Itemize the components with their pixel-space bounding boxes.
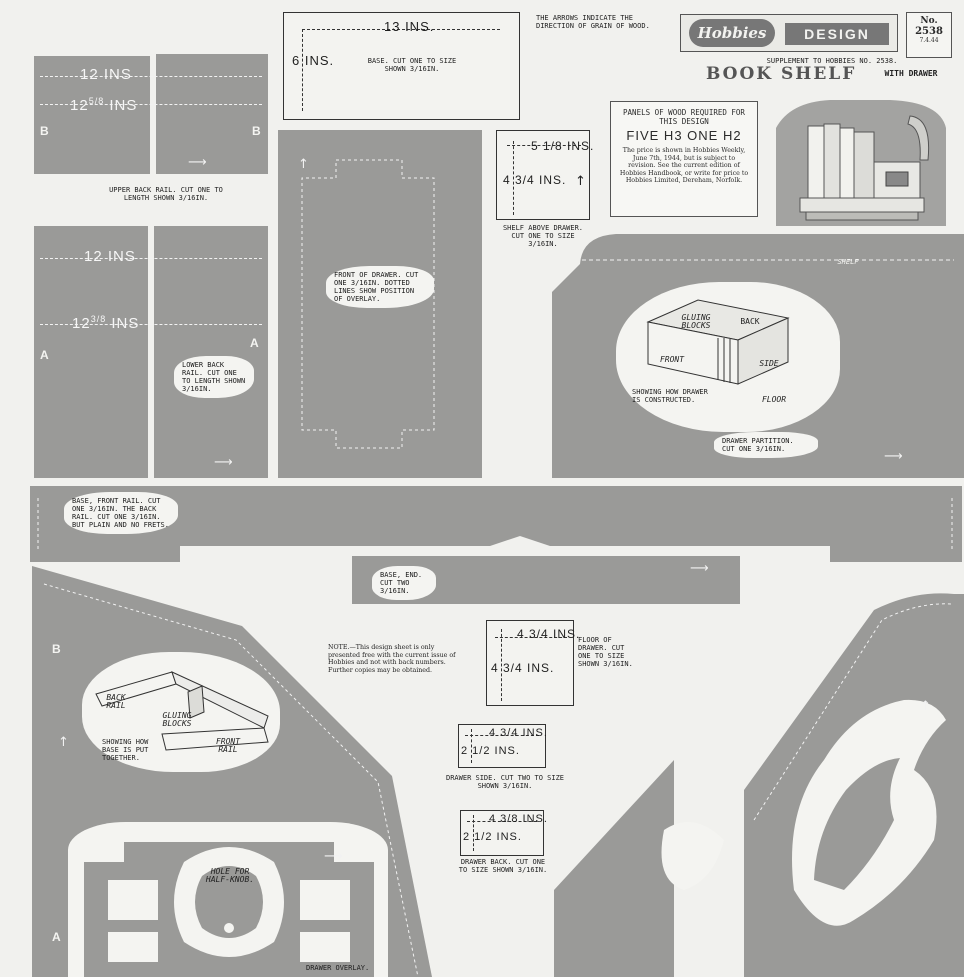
- front-of-drawer-label: FRONT OF DRAWER. CUT ONE 3/16in. DOTTED …: [326, 266, 434, 308]
- front-of-drawer-piece: ↑ FRONT OF DRAWER. CUT ONE 3/16in. DOTTE…: [278, 130, 482, 478]
- diagram-side: SIDE: [759, 359, 779, 368]
- drawer-back-dim-width: 4 3/8 INS.: [489, 813, 548, 825]
- base-construction-diagram: [95, 671, 269, 751]
- supplement-line: SUPPLEMENT TO HOBBIES No. 2538.: [766, 57, 898, 65]
- shelf-above-drawer-piece: 5 1/8 INS. 4 3/4 INS. ↑: [496, 130, 593, 220]
- upper-back-rail-left: [34, 56, 150, 174]
- base-label: BASE. CUT ONE TO SIZE SHOWN 3/16in.: [367, 57, 457, 73]
- base-end-label: BASE, END. CUT TWO 3/16in.: [372, 566, 436, 600]
- drawer-overlay-label: DRAWER OVERLAY.: [306, 964, 370, 972]
- drawer-side-piece: 4 3/4 INS. 2 1/2 INS.: [458, 724, 548, 768]
- lower-back-rail-right: [154, 226, 268, 478]
- base-piece: 13 INS. 6 INS. BASE. CUT ONE TO SIZE SHO…: [283, 12, 520, 120]
- shelf-dim-width: 5 1/8 INS.: [531, 139, 595, 153]
- grain-arrow-icon: ↑: [298, 157, 309, 172]
- drawer-overlay-fretwork: [84, 842, 374, 977]
- grain-arrow-icon: ⟶: [884, 449, 903, 464]
- brand-logo: Hobbies: [689, 19, 775, 47]
- diagram-gluing-blocks: GLUING BLOCKS: [681, 313, 711, 330]
- drawer-partition-label: DRAWER PARTITION. CUT ONE 3/16in.: [714, 432, 818, 458]
- grain-arrow-icon: ⟶: [214, 455, 233, 470]
- base-letter-b: B: [52, 642, 61, 656]
- upper-back-rail-right: [156, 54, 268, 174]
- number-date: 7.4.44: [919, 37, 939, 44]
- shelf-dim-height: 4 3/4 INS.: [503, 173, 567, 187]
- floor-label: FLOOR OF DRAWER. CUT ONE TO SIZE SHOWN 3…: [578, 636, 633, 668]
- grain-arrow-icon: ↑: [920, 699, 931, 714]
- design-word: DESIGN: [785, 23, 889, 45]
- upper-rail-label: UPPER BACK RAIL. CUT ONE TO LENGTH SHOWN…: [109, 186, 223, 202]
- grain-arrow-icon: ⟶: [324, 849, 343, 864]
- lower-back-rail-left: [34, 226, 148, 478]
- grain-note: THE ARROWS INDICATE THE DIRECTION OF GRA…: [536, 14, 650, 30]
- base-diagram-back-rail: BACK RAIL: [106, 693, 126, 710]
- title-sub: WITH DRAWER: [884, 69, 938, 78]
- shelf-label: SHELF ABOVE DRAWER. CUT ONE TO SIZE 3/16…: [502, 224, 584, 248]
- number-value: 2538: [915, 26, 943, 37]
- diagram-front: FRONT: [659, 355, 685, 364]
- lower-rail-letter-right: A: [250, 336, 259, 350]
- lower-rail-label: LOWER BACK RAIL. CUT ONE TO LENGTH SHOWN…: [174, 356, 254, 398]
- sheet-note: NOTE.—This design sheet is only presente…: [328, 644, 456, 674]
- drawer-back-dim-height: 2 1/2 INS.: [463, 831, 522, 843]
- base-dim-width: 13 INS.: [384, 19, 435, 34]
- lower-rail-dim2: 123/8 INS: [72, 314, 140, 332]
- drawer-side-label: DRAWER SIDE. CUT TWO TO SIZE SHOWN 3/16i…: [446, 774, 565, 790]
- number-label: No.: [920, 16, 938, 26]
- upper-rail-letter-left: B: [40, 124, 49, 138]
- base-letter-a: A: [52, 930, 61, 944]
- drawer-back-piece: 4 3/8 INS. 2 1/2 INS.: [460, 810, 547, 856]
- base-dim-height: 6 INS.: [292, 53, 335, 68]
- diagram-caption: SHOWING HOW DRAWER IS CONSTRUCTED.: [632, 388, 708, 404]
- upper-rail-dim2: 125/8 INS: [70, 96, 138, 114]
- base-front-rail-piece: [30, 486, 962, 562]
- title-main: BOOK SHELF: [706, 64, 857, 84]
- floor-of-drawer-piece: 4 3/4 INS. 4 3/4 INS.: [486, 620, 579, 706]
- upper-rail-dim1: 12 INS: [80, 66, 132, 83]
- drawer-construction-diagram: [646, 299, 790, 385]
- drawer-back-label: DRAWER BACK. CUT ONE TO SIZE SHOWN 3/16i…: [458, 858, 548, 874]
- grain-arrow-icon: ⟶: [188, 155, 207, 170]
- panels-list: FIVE H3 ONE H2: [626, 128, 742, 143]
- lower-rail-letter-left: A: [40, 348, 49, 362]
- base-diagram-caption: SHOWING HOW BASE IS PUT TOGETHER.: [102, 738, 149, 762]
- shelf-word: SHELF: [837, 258, 859, 266]
- finished-bookshelf-illustration: [776, 100, 946, 226]
- panels-body: The price is shown in Hobbies Weekly, Ju…: [619, 147, 749, 185]
- hole-for-half-knob: HOLE FOR HALF-KNOB.: [205, 867, 255, 884]
- grain-arrow-icon: ⟶: [690, 561, 709, 576]
- drawer-side-dim-width: 4 3/4 INS.: [489, 727, 548, 739]
- diagram-back: BACK: [740, 317, 760, 326]
- base-diagram-front-rail: FRONT RAIL: [215, 737, 241, 754]
- brand-banner: Hobbies DESIGN: [680, 14, 898, 52]
- panels-heading: PANELS OF WOOD REQUIRED FOR THIS DESIGN: [623, 108, 745, 126]
- grain-arrow-icon: ↑: [58, 735, 69, 750]
- floor-dim-width: 4 3/4 INS.: [517, 627, 581, 641]
- grain-arrow-icon: ↑: [575, 174, 586, 189]
- drawer-side-dim-height: 2 1/2 INS.: [461, 745, 520, 757]
- diagram-floor: FLOOR: [761, 395, 787, 404]
- upper-rail-letter-right: B: [252, 124, 261, 138]
- right-end-piece: [554, 593, 964, 977]
- design-number-box: No. 2538 7.4.44: [906, 12, 952, 58]
- floor-dim-height: 4 3/4 INS.: [491, 661, 555, 675]
- base-front-rail-label: BASE, FRONT RAIL. CUT ONE 3/16in. THE BA…: [64, 492, 178, 534]
- lower-rail-dim1: 12 INS: [84, 248, 136, 265]
- panels-required-box: PANELS OF WOOD REQUIRED FOR THIS DESIGN …: [610, 101, 758, 217]
- base-diagram-gluing-blocks: GLUING BLOCKS: [162, 711, 192, 728]
